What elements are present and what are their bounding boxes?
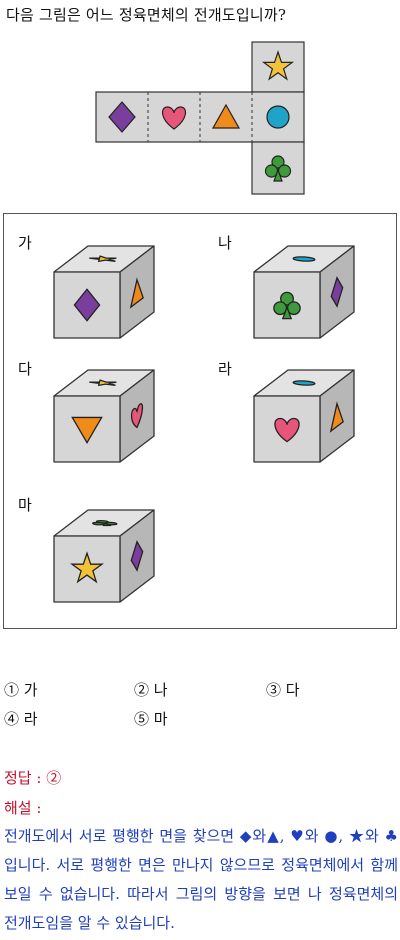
options-box: 가 나 다 라 마	[3, 213, 397, 629]
heart-icon	[132, 402, 143, 431]
circle-icon	[266, 105, 290, 129]
triangle-down-icon	[72, 417, 101, 442]
option-label: 마	[18, 496, 32, 514]
star-icon	[72, 553, 102, 581]
star-icon	[87, 380, 121, 385]
answer-text: 정답 : ②	[4, 769, 62, 787]
triangle-icon	[331, 399, 343, 431]
heart-icon	[275, 419, 299, 442]
cube-net	[95, 41, 305, 195]
cube-option	[253, 245, 355, 339]
circle-icon	[291, 381, 318, 385]
choice-2[interactable]: ② 나	[134, 681, 168, 699]
option-label: 가	[18, 234, 32, 252]
circle-icon	[291, 257, 318, 261]
club-icon	[274, 292, 300, 318]
choice-1[interactable]: ① 가	[4, 681, 38, 699]
club-icon	[264, 155, 292, 182]
diamond-icon	[74, 289, 99, 321]
diamond-icon	[331, 273, 342, 310]
question-text: 다음 그림은 어느 정육면체의 전개도입니까?	[6, 6, 287, 24]
option-label: 나	[218, 234, 232, 252]
choice-5[interactable]: ⑤ 마	[134, 710, 168, 728]
choice-4[interactable]: ④ 라	[4, 710, 38, 728]
cube-option	[53, 369, 155, 463]
heart-icon	[161, 106, 187, 130]
club-icon	[89, 521, 119, 526]
explanation-title: 해설 :	[4, 799, 42, 817]
cube-option	[53, 509, 155, 603]
cube-option	[53, 245, 155, 339]
diamond-icon	[131, 537, 142, 574]
explanation-text: 전개도에서 서로 평행한 면을 찾으면 ◆와▲, ♥와 ●, ★와 ♣입니다. …	[4, 827, 398, 932]
cube-option	[253, 369, 355, 463]
star-icon	[87, 256, 121, 261]
diamond-icon	[108, 101, 136, 133]
triangle-icon	[131, 275, 143, 307]
option-label: 다	[18, 360, 32, 378]
option-label: 라	[218, 360, 232, 378]
star-icon	[261, 50, 295, 81]
triangle-icon	[211, 103, 241, 129]
choice-3[interactable]: ③ 다	[266, 681, 300, 699]
